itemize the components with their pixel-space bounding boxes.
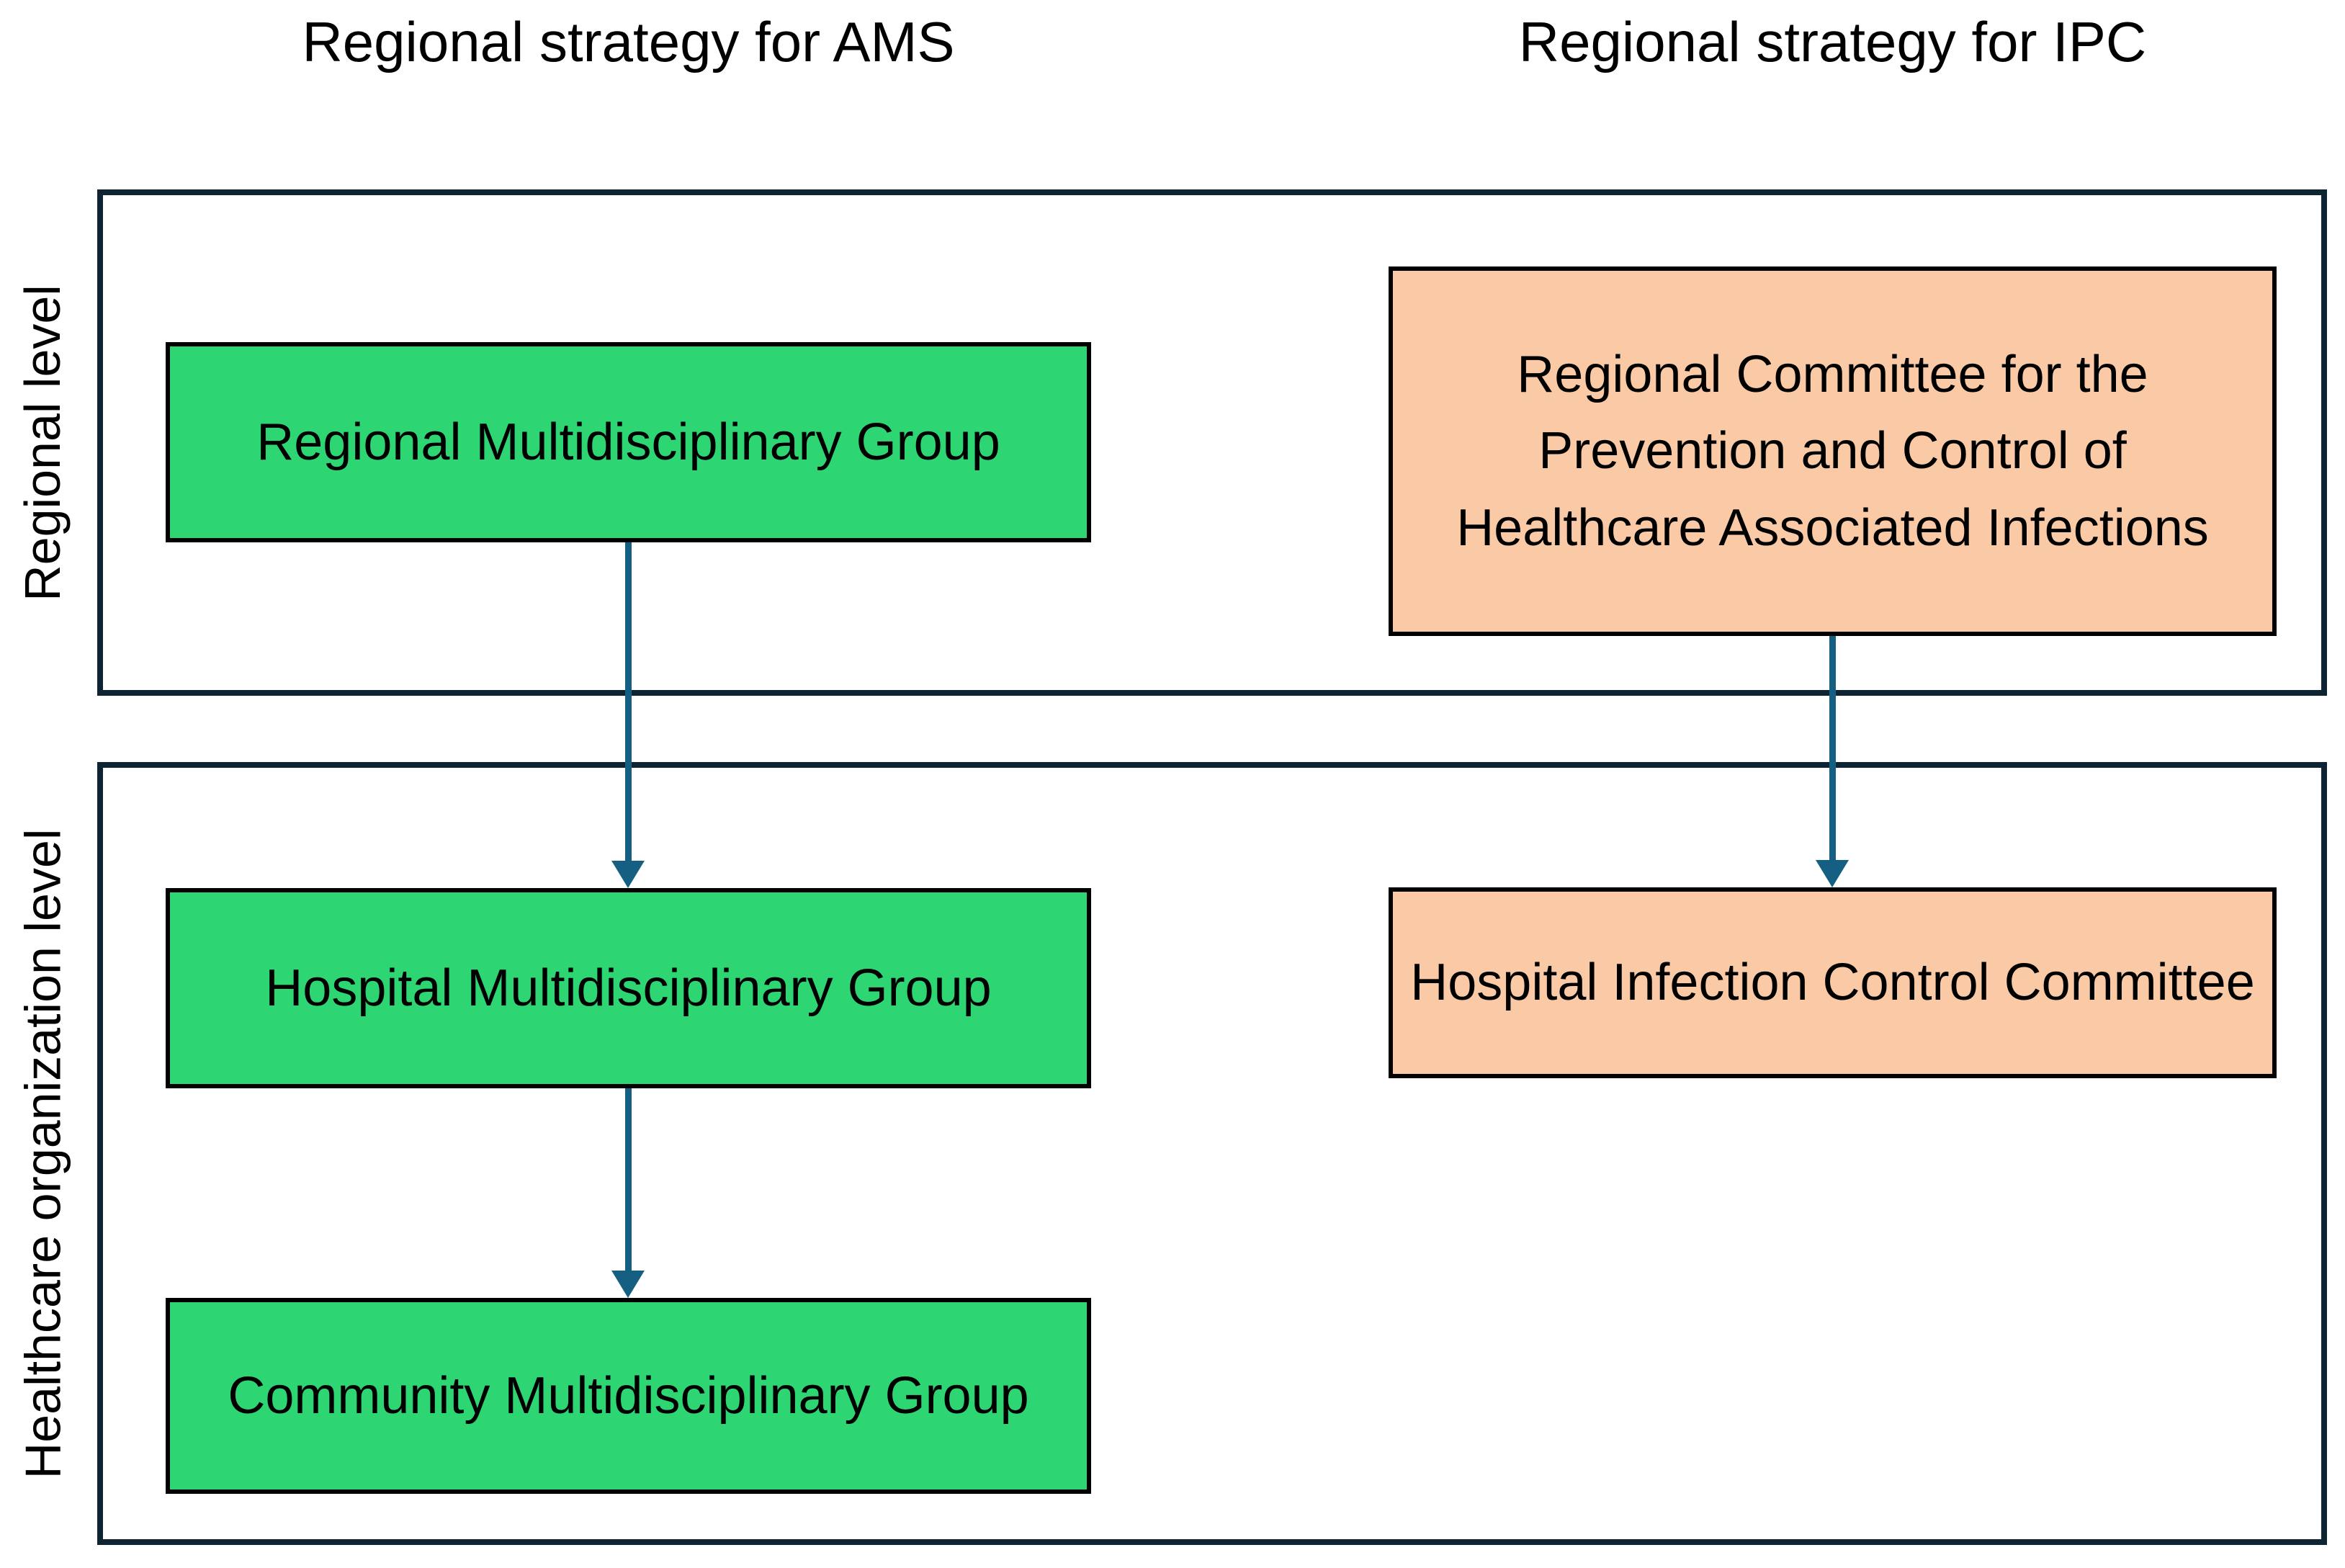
band-healthcare-organization-level-outline (97, 762, 2327, 1545)
arrow-regional-mdg-to-hospital-mdg-line (625, 542, 632, 862)
arrow-regional-mdg-to-hospital-mdg-head (611, 861, 645, 888)
arrow-regional-committee-to-hospital-icc-line (1829, 636, 1836, 861)
band-label-wrap-healthcare-organization-level: Healthcare organization level (0, 762, 85, 1545)
node-hospital-multidisciplinary-group: Hospital Multidisciplinary Group (166, 888, 1091, 1088)
column-header-ams: Regional strategy for AMS (302, 10, 955, 73)
node-hospital-infection-control-committee: Hospital Infection Control Committee (1389, 887, 2277, 1078)
column-header-ipc: Regional strategy for IPC (1518, 10, 2147, 73)
band-label-healthcare-organization-level: Healthcare organization level (14, 828, 71, 1479)
node-regional-multidisciplinary-group: Regional Multidisciplinary Group (166, 342, 1091, 542)
arrow-hospital-mdg-to-community-mdg-head (611, 1271, 645, 1298)
band-regional-level-outline (97, 189, 2327, 696)
band-label-regional-level: Regional level (14, 284, 71, 601)
arrow-hospital-mdg-to-community-mdg-line (625, 1088, 632, 1272)
node-regional-committee-prevention-control-hai: Regional Committee for the Prevention an… (1389, 266, 2277, 636)
node-community-multidisciplinary-group: Community Multidisciplinary Group (166, 1298, 1091, 1494)
band-label-wrap-regional-level: Regional level (0, 189, 85, 696)
arrow-regional-committee-to-hospital-icc-head (1816, 860, 1849, 887)
